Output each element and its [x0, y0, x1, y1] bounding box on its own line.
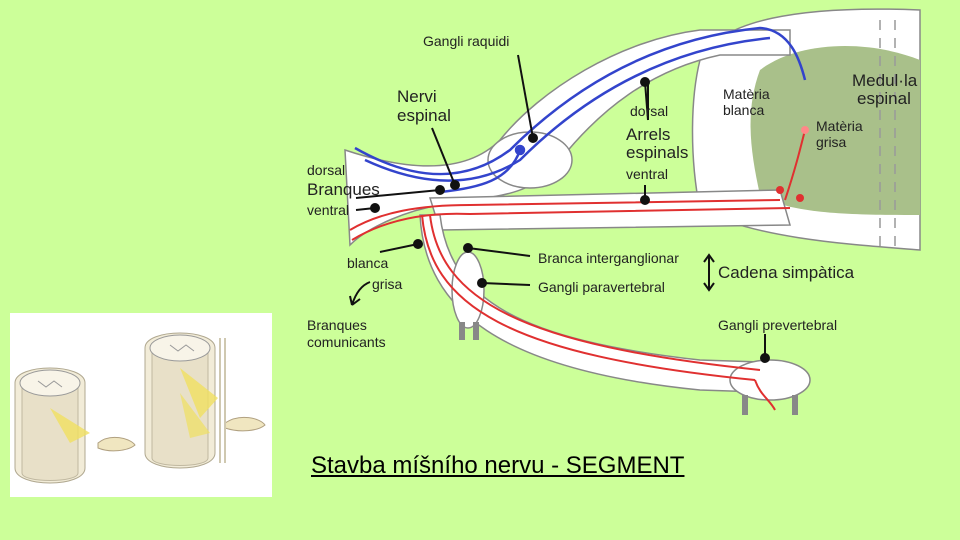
label-grisa: grisa	[372, 276, 403, 292]
label-materia-blanca-2: blanca	[723, 102, 764, 118]
label-materia-grisa-1: Matèria	[816, 118, 863, 134]
label-ventral-arrels: ventral	[626, 166, 668, 182]
label-medulla-2: espinal	[857, 89, 911, 108]
prevertebral-ganglion	[729, 359, 811, 401]
label-arrels-espinals: espinals	[626, 143, 688, 162]
label-arrels: Arrels	[626, 125, 670, 144]
label-branques-comunicants-1: Branques	[307, 317, 367, 333]
label-gangli-prevertebral: Gangli prevertebral	[718, 317, 837, 333]
label-branques-comunicants-2: comunicants	[307, 334, 386, 350]
sensory-fibres	[354, 26, 807, 194]
label-cadena-simpatica: Cadena simpàtica	[718, 263, 855, 282]
label-branques: Branques	[307, 180, 380, 199]
label-materia-grisa-2: grisa	[816, 134, 847, 150]
label-dorsal-arrels: dorsal	[630, 103, 668, 119]
label-materia-blanca-1: Matèria	[723, 86, 770, 102]
label-blanca: blanca	[347, 255, 388, 271]
label-nervi: Nervi	[397, 87, 437, 106]
spinal-segment-illustration	[10, 313, 272, 497]
label-medulla-1: Medul·la	[852, 71, 918, 90]
pointer-lines	[349, 54, 770, 363]
caption: Stavba míšního nervu - SEGMENT	[311, 452, 685, 479]
paravertebral-ganglion	[451, 251, 485, 329]
label-branca-interganglionar: Branca interganglionar	[538, 250, 679, 266]
label-gangli-raquidi: Gangli raquidi	[423, 33, 509, 49]
label-ventral-branques: ventral	[307, 202, 349, 218]
motor-fibres	[349, 126, 809, 411]
label-dorsal-branques: dorsal	[307, 162, 345, 178]
label-nervi-espinal: espinal	[397, 106, 451, 125]
spinal-segment-drawing	[14, 332, 266, 484]
label-gangli-paravertebral: Gangli paravertebral	[538, 279, 665, 295]
